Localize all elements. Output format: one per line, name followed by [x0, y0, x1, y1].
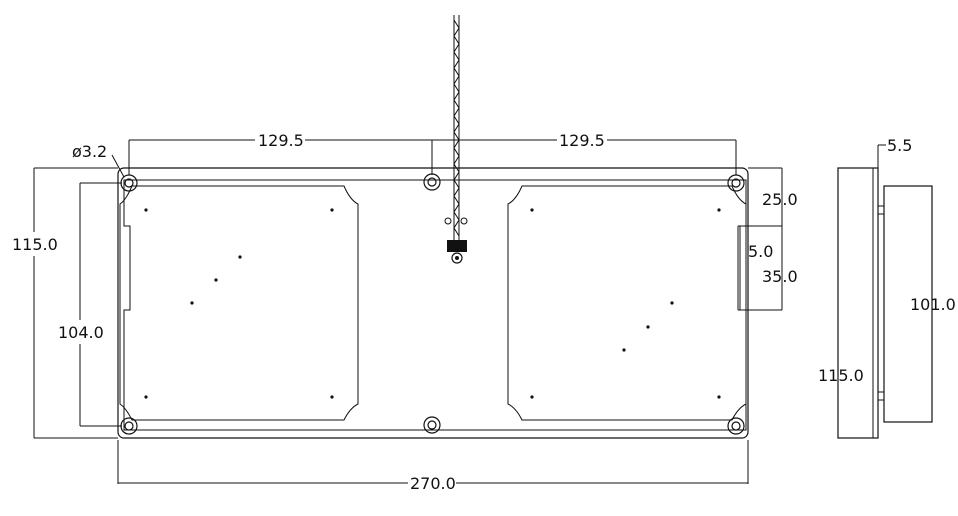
- mounting-hole-bottom-right: [727, 417, 745, 435]
- inner-panel-outline: [123, 179, 747, 431]
- mounting-hole-top-right: [727, 174, 745, 192]
- inner-height-label: 104.0: [58, 323, 104, 342]
- side-inner-height-label: 101.0: [910, 295, 956, 314]
- front-view: 129.5 129.5 ø3.2 115.0 104.0: [12, 15, 798, 493]
- overall-height-dimension: 115.0: [12, 167, 118, 439]
- cable: [444, 15, 468, 264]
- overall-width-dimension: 270.0: [117, 440, 749, 493]
- side-panel-body: [837, 167, 879, 439]
- side-module-body: [883, 185, 933, 423]
- hole-diameter-label: ø3.2: [72, 142, 107, 161]
- right-module-outline: [507, 185, 747, 421]
- side-thickness-label: 5.5: [887, 136, 912, 155]
- left-module-outline: [119, 185, 359, 421]
- left-module-screws: [144, 208, 334, 399]
- side-thickness-dimension: 5.5: [877, 136, 912, 168]
- mounting-hole-top-center: [423, 173, 441, 191]
- outer-panel-outline: [117, 167, 749, 439]
- mounting-hole-top-left: [120, 174, 138, 192]
- right-spacing-label: 129.5: [559, 131, 605, 150]
- top-spacing-dimension: 129.5 129.5: [128, 131, 737, 175]
- left-spacing-label: 129.5: [258, 131, 304, 150]
- notch-depth-label: 5.0: [748, 242, 773, 261]
- mounting-hole-bottom-left: [120, 417, 138, 435]
- right-side-dimensions: 25.0 5.0 35.0: [737, 167, 798, 311]
- overall-width-label: 270.0: [410, 474, 456, 493]
- overall-height-label: 115.0: [12, 235, 58, 254]
- notch-height-label: 35.0: [762, 267, 798, 286]
- hole-diameter-dimension: ø3.2: [72, 142, 125, 178]
- inner-height-dimension: 104.0: [58, 182, 122, 427]
- side-overall-height-label: 115.0: [818, 366, 864, 385]
- side-view: 5.5 101.0 115.0: [818, 136, 956, 439]
- top-offset-label: 25.0: [762, 190, 798, 209]
- mounting-hole-bottom-center: [423, 416, 441, 434]
- right-module-screws: [530, 208, 721, 399]
- cable-connector: [447, 240, 467, 252]
